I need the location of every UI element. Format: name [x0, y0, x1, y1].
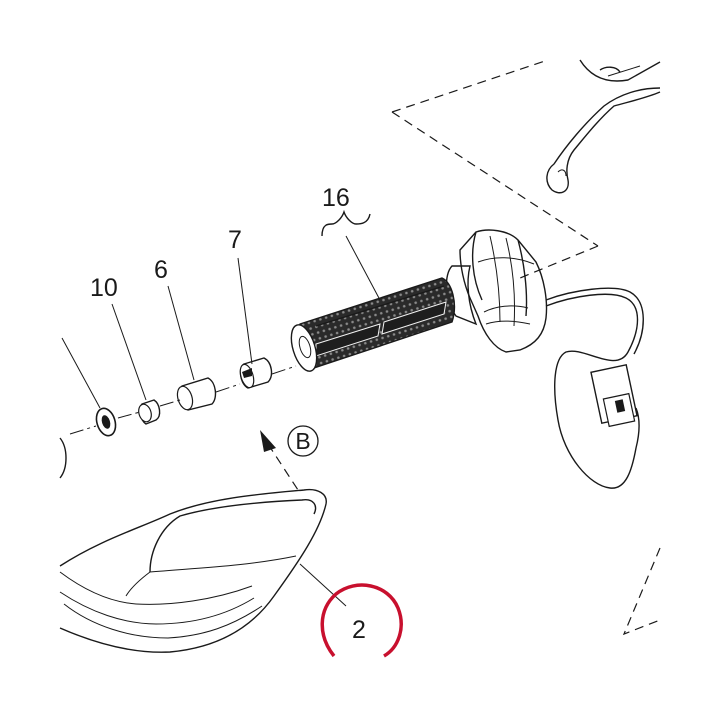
- reference-outline-dashed: [391, 59, 599, 279]
- throttle-cable-connector: [545, 287, 644, 489]
- washer: [95, 407, 117, 437]
- assembly-axis: [69, 365, 297, 435]
- highlight-circle-part-2: [320, 583, 403, 658]
- throttle-grip-assembly: [290, 229, 548, 372]
- view-b-arrow: [260, 430, 299, 491]
- callout-6: 6: [154, 256, 168, 284]
- callout-16: 16: [322, 184, 350, 212]
- part-10-bushing: [138, 399, 161, 425]
- hand-guard: [59, 488, 327, 653]
- part-7-sleeve: [239, 357, 273, 389]
- callout-10: 10: [90, 274, 118, 302]
- callout-labels: 10 6 7 16 2: [90, 184, 366, 644]
- handlebar-end: [59, 437, 67, 479]
- reference-outline-lower: [622, 547, 661, 636]
- leader-lines: [61, 209, 381, 607]
- callout-7: 7: [228, 226, 242, 254]
- callout-2: 2: [352, 616, 366, 644]
- brake-lever: [546, 59, 661, 194]
- view-b-label: B: [295, 428, 310, 454]
- part-6-spacer: [176, 377, 217, 411]
- view-b-callout: B: [287, 425, 319, 457]
